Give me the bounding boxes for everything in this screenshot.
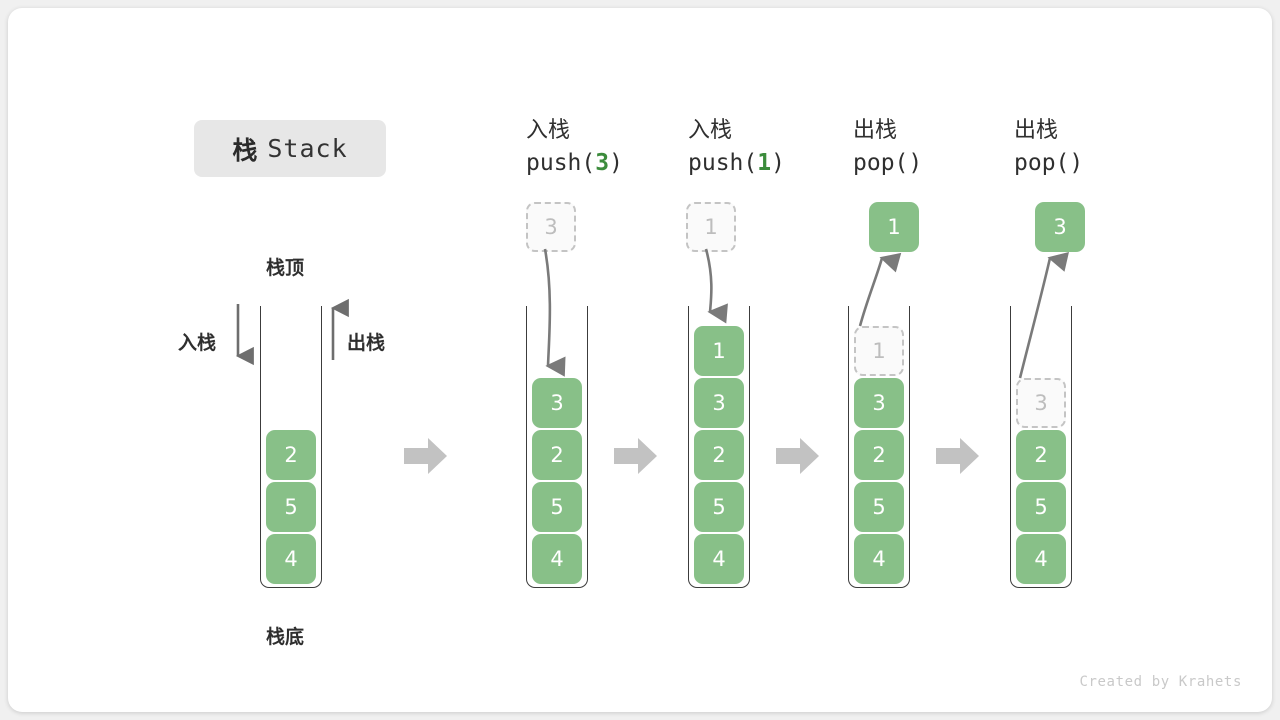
stack-cell: 5 <box>854 482 904 532</box>
code-prefix: pop( <box>853 150 909 176</box>
stage-op-label: 入栈 <box>526 118 571 143</box>
label-stack-bottom: 栈底 <box>266 626 305 648</box>
stack-cell: 3 <box>532 378 582 428</box>
stage-header-push-3: 入栈 push(3) <box>526 116 706 180</box>
ghost-cell: 1 <box>854 326 904 376</box>
label-push-left: 入栈 <box>178 332 217 354</box>
stage-transition-arrow <box>776 438 819 474</box>
stage-header-pop-1: 出栈 pop() <box>853 116 1033 180</box>
stage-op-label: 入栈 <box>688 118 733 143</box>
stack-cell: 4 <box>532 534 582 584</box>
stack-cell: 5 <box>266 482 316 532</box>
popped-cell: 3 <box>1035 202 1085 252</box>
stage-code-label: push(1) <box>688 146 868 180</box>
stage-header-pop-3: 出栈 pop() <box>1014 116 1194 180</box>
stack-cell: 2 <box>532 430 582 480</box>
code-arg: 1 <box>757 150 772 176</box>
label-pop-right: 出栈 <box>347 332 386 354</box>
arrows-overlay <box>235 248 1069 379</box>
code-suffix: ) <box>609 150 623 176</box>
stack-cell: 2 <box>266 430 316 480</box>
page-title: 栈 Stack <box>194 120 386 177</box>
ghost-cell: 3 <box>526 202 576 252</box>
code-prefix: pop( <box>1014 150 1070 176</box>
stack-cell: 5 <box>1016 482 1066 532</box>
label-stack-top: 栈顶 <box>266 257 305 279</box>
stack-cell: 2 <box>694 430 744 480</box>
code-suffix: ) <box>771 150 785 176</box>
ghost-cell: 1 <box>686 202 736 252</box>
stack-cell: 1 <box>694 326 744 376</box>
diagram-card: 栈 Stack 栈顶 栈底 入栈 出栈 2 5 4 入栈 push(3) 3 3… <box>8 8 1272 712</box>
stack-cell: 2 <box>1016 430 1066 480</box>
stack-cell: 4 <box>266 534 316 584</box>
stack-cell: 4 <box>1016 534 1066 584</box>
title-en: Stack <box>267 134 348 163</box>
code-arg: 3 <box>595 150 610 176</box>
popped-cell: 1 <box>869 202 919 252</box>
stack-cell: 2 <box>854 430 904 480</box>
stack-container-pop-1 <box>848 306 910 588</box>
stage-op-label: 出栈 <box>853 118 898 143</box>
stage-op-label: 出栈 <box>1014 118 1059 143</box>
stack-cell: 4 <box>694 534 744 584</box>
stage-header-push-1: 入栈 push(1) <box>688 116 868 180</box>
footer-credit: Created by Krahets <box>1079 674 1242 690</box>
code-suffix: ) <box>908 150 923 176</box>
stack-cell: 5 <box>532 482 582 532</box>
stage-code-label: push(3) <box>526 146 706 180</box>
stage-transition-arrow <box>404 438 447 474</box>
stage-transition-arrow <box>614 438 657 474</box>
code-prefix: push( <box>688 150 758 176</box>
code-suffix: ) <box>1069 150 1084 176</box>
stack-container-push-3 <box>526 306 588 588</box>
stack-cell: 4 <box>854 534 904 584</box>
push-1-arrow <box>704 248 728 324</box>
stage-code-label: pop() <box>853 146 1033 180</box>
stack-container-push-1 <box>688 306 750 588</box>
stack-cell: 5 <box>694 482 744 532</box>
stack-cell: 3 <box>694 378 744 428</box>
ghost-cell: 3 <box>1016 378 1066 428</box>
stack-container-initial <box>260 306 322 588</box>
stack-container-pop-3 <box>1010 306 1072 588</box>
title-cn: 栈 <box>232 135 259 165</box>
stage-transition-arrow <box>936 438 979 474</box>
code-prefix: push( <box>526 150 596 176</box>
stage-code-label: pop() <box>1014 146 1194 180</box>
stack-cell: 3 <box>854 378 904 428</box>
